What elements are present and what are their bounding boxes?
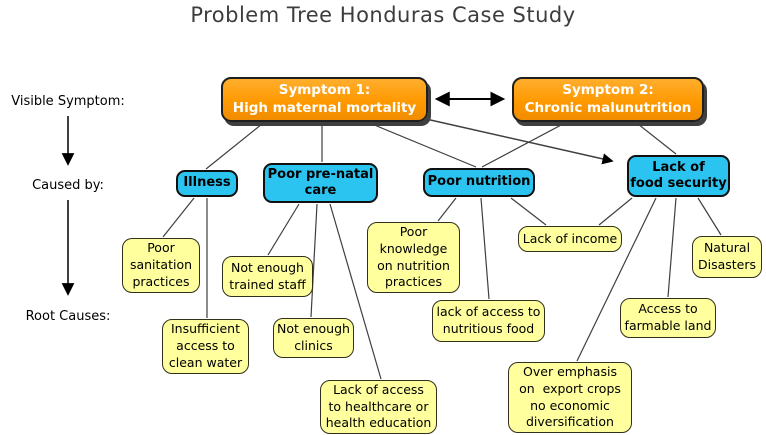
node-nutrition-knowledge: Poor knowledge on nutrition practices	[367, 222, 460, 293]
diagram-title: Problem Tree Honduras Case Study	[190, 3, 576, 27]
node-symptom1: Symptom 1: High maternal mortality	[221, 77, 428, 122]
node-natural-disasters: Natural Disasters	[692, 236, 762, 278]
tree-connectors	[162, 118, 722, 380]
node-prenatal-care: Poor pre-natal care	[263, 163, 378, 203]
node-clean-water: Insufficient access to clean water	[162, 319, 249, 374]
row-label-root-causes: Root Causes:	[25, 309, 111, 324]
node-food-security: Lack of food security	[627, 155, 730, 197]
node-export-crops: Over emphasis on export crops no economi…	[508, 362, 632, 433]
node-poor-nutrition: Poor nutrition	[423, 168, 535, 197]
node-symptom2: Symptom 2: Chronic malunutrition	[512, 77, 704, 122]
node-healthcare-access: Lack of access to healthcare or health e…	[320, 380, 437, 434]
node-illness: Illness	[176, 170, 238, 197]
node-clinics: Not enough clinics	[273, 318, 354, 358]
node-income: Lack of income	[518, 226, 622, 252]
node-trained-staff: Not enough trained staff	[222, 256, 313, 297]
node-sanitation: Poor sanitation practices	[122, 238, 200, 293]
node-nutritious-food: lack of access to nutritious food	[432, 300, 545, 342]
row-label-visible-symptom: Visible Symptom:	[11, 94, 125, 109]
row-label-caused-by: Caused by:	[32, 178, 104, 193]
node-farmable-land: Access to farmable land	[620, 298, 716, 338]
